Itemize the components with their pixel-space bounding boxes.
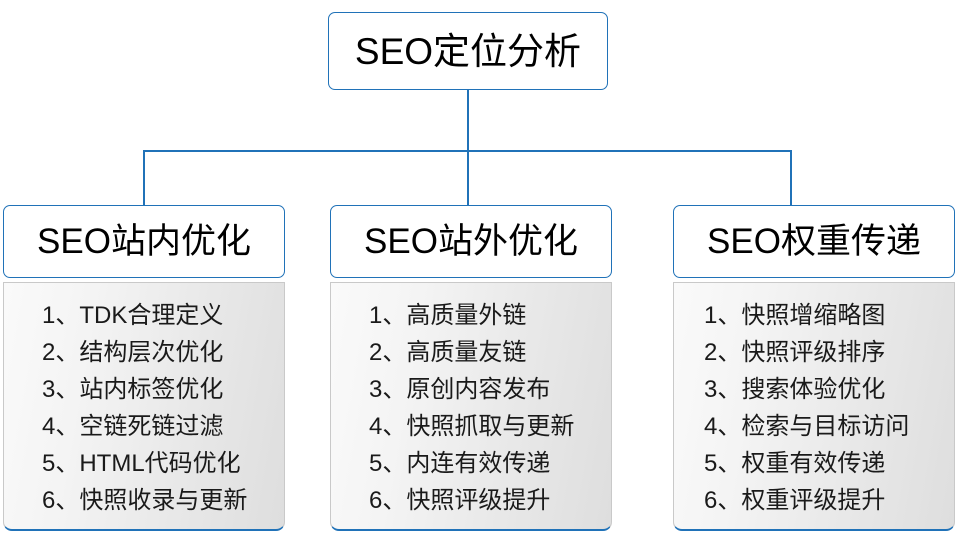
list-item: 1、TDK合理定义	[42, 302, 224, 329]
list-item: 4、快照抓取与更新	[369, 413, 575, 440]
branch-list-2: 1、高质量外链 2、高质量友链 3、原创内容发布 4、快照抓取与更新 5、内连有…	[330, 282, 612, 531]
list-item: 5、内连有效传递	[369, 450, 551, 477]
list-item: 3、原创内容发布	[369, 376, 551, 403]
branch-header-offsite-optimization[interactable]: SEO站外优化	[330, 205, 612, 278]
list-item: 6、快照评级提升	[369, 487, 551, 514]
root-node-label: SEO定位分析	[354, 30, 582, 72]
branch-list-3: 1、快照增缩略图 2、快照评级排序 3、搜索体验优化 4、检索与目标访问 5、权…	[673, 282, 955, 531]
branch-header-weight-transfer[interactable]: SEO权重传递	[673, 205, 955, 278]
list-item: 2、快照评级排序	[704, 339, 886, 366]
branch-header-label: SEO站内优化	[37, 222, 251, 261]
list-item: 6、快照收录与更新	[42, 487, 248, 514]
list-item: 2、高质量友链	[369, 339, 527, 366]
list-item: 1、高质量外链	[369, 302, 527, 329]
list-item: 4、空链死链过滤	[42, 413, 224, 440]
connector-branch-2-vertical	[467, 150, 469, 206]
branch-header-label: SEO站外优化	[364, 222, 578, 261]
branch-header-onsite-optimization[interactable]: SEO站内优化	[3, 205, 285, 278]
branch-column-1: SEO站内优化 1、TDK合理定义 2、结构层次优化 3、站内标签优化 4、空链…	[3, 205, 285, 531]
connector-branch-3-vertical	[790, 150, 792, 206]
branch-column-3: SEO权重传递 1、快照增缩略图 2、快照评级排序 3、搜索体验优化 4、检索与…	[673, 205, 955, 531]
list-item: 1、快照增缩略图	[704, 302, 886, 329]
list-item: 4、检索与目标访问	[704, 413, 910, 440]
branch-header-label: SEO权重传递	[707, 222, 921, 261]
connector-root-vertical	[467, 90, 469, 151]
root-node-seo-positioning-analysis[interactable]: SEO定位分析	[328, 12, 608, 90]
list-item: 5、权重有效传递	[704, 450, 886, 477]
connector-branch-1-vertical	[143, 150, 145, 206]
list-item: 3、搜索体验优化	[704, 376, 886, 403]
list-item: 3、站内标签优化	[42, 376, 224, 403]
list-item: 2、结构层次优化	[42, 339, 224, 366]
branch-list-1: 1、TDK合理定义 2、结构层次优化 3、站内标签优化 4、空链死链过滤 5、H…	[3, 282, 285, 531]
branch-column-2: SEO站外优化 1、高质量外链 2、高质量友链 3、原创内容发布 4、快照抓取与…	[330, 205, 612, 531]
list-item: 5、HTML代码优化	[42, 450, 241, 477]
list-item: 6、权重评级提升	[704, 487, 886, 514]
